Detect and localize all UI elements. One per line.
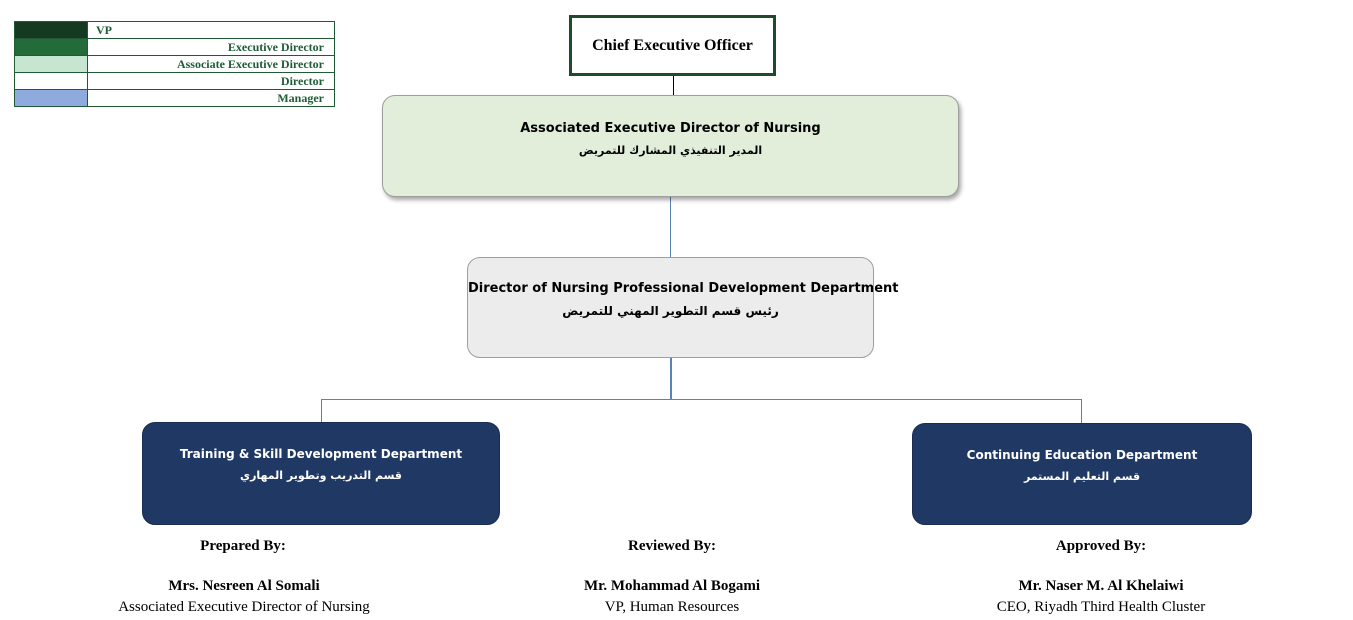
- legend-row-director: Director: [15, 73, 335, 90]
- associate-executive-director-title-en: Associated Executive Director of Nursing: [383, 121, 958, 136]
- legend-row-associate-executive-director: Associate Executive Director: [15, 56, 335, 73]
- signature-prepared-name: Mrs. Nesreen Al Somali: [74, 578, 414, 595]
- associate-executive-director-title-ar: المدير التنفيذي المشارك للتمريض: [383, 144, 958, 157]
- legend-label-associate-executive-director: Associate Executive Director: [88, 56, 335, 73]
- legend-swatch-associate-executive-director: [15, 56, 88, 73]
- legend-row-vp: VP: [15, 22, 335, 39]
- director-title-en: Director of Nursing Professional Develop…: [468, 281, 873, 296]
- associate-executive-director-box: Associated Executive Director of Nursing…: [382, 95, 959, 197]
- signature-approved-name: Mr. Naser M. Al Khelaiwi: [931, 578, 1271, 595]
- signature-prepared: Prepared By: Mrs. Nesreen Al Somali Asso…: [74, 538, 414, 618]
- director-box: Director of Nursing Professional Develop…: [467, 257, 874, 358]
- legend-row-executive-director: Executive Director: [15, 39, 335, 56]
- legend-swatch-vp: [15, 22, 88, 39]
- connector-horizontal-bar: [321, 399, 1082, 400]
- signature-reviewed: Reviewed By: Mr. Mohammad Al Bogami VP, …: [502, 538, 842, 618]
- continuing-education-department-title-ar: قسم التعليم المستمر: [913, 470, 1251, 483]
- training-department-title-ar: قسم التدريب وتطوير المهاري: [143, 469, 499, 482]
- ceo-title: Chief Executive Officer: [592, 37, 753, 55]
- legend-label-vp: VP: [88, 22, 335, 39]
- signature-prepared-heading: Prepared By:: [72, 538, 414, 555]
- connector-ceo-to-associate: [673, 76, 674, 95]
- legend-label-executive-director: Executive Director: [88, 39, 335, 56]
- training-department-title-en: Training & Skill Development Department: [143, 447, 499, 461]
- signature-prepared-title: Associated Executive Director of Nursing: [74, 599, 414, 616]
- legend-swatch-manager: [15, 90, 88, 107]
- signature-reviewed-name: Mr. Mohammad Al Bogami: [502, 578, 842, 595]
- legend-swatch-executive-director: [15, 39, 88, 56]
- signature-reviewed-heading: Reviewed By:: [502, 538, 842, 555]
- connector-to-training: [321, 399, 322, 422]
- legend: VP Executive Director Associate Executiv…: [14, 21, 335, 107]
- continuing-education-department-box: Continuing Education Department قسم التع…: [912, 423, 1252, 525]
- ceo-box: Chief Executive Officer: [569, 15, 776, 76]
- signature-approved-title: CEO, Riyadh Third Health Cluster: [931, 599, 1271, 616]
- legend-swatch-director: [15, 73, 88, 90]
- legend-label-director: Director: [88, 73, 335, 90]
- legend-row-manager: Manager: [15, 90, 335, 107]
- signature-reviewed-title: VP, Human Resources: [502, 599, 842, 616]
- connector-to-continuing: [1081, 399, 1082, 423]
- connector-associate-to-director: [670, 197, 671, 257]
- continuing-education-department-title-en: Continuing Education Department: [913, 448, 1251, 462]
- signature-approved-heading: Approved By:: [931, 538, 1271, 555]
- signature-approved: Approved By: Mr. Naser M. Al Khelaiwi CE…: [931, 538, 1271, 618]
- connector-director-down: [670, 358, 672, 400]
- director-title-ar: رئيس قسم التطوير المهني للتمريض: [468, 304, 873, 318]
- legend-label-manager: Manager: [88, 90, 335, 107]
- training-department-box: Training & Skill Development Department …: [142, 422, 500, 525]
